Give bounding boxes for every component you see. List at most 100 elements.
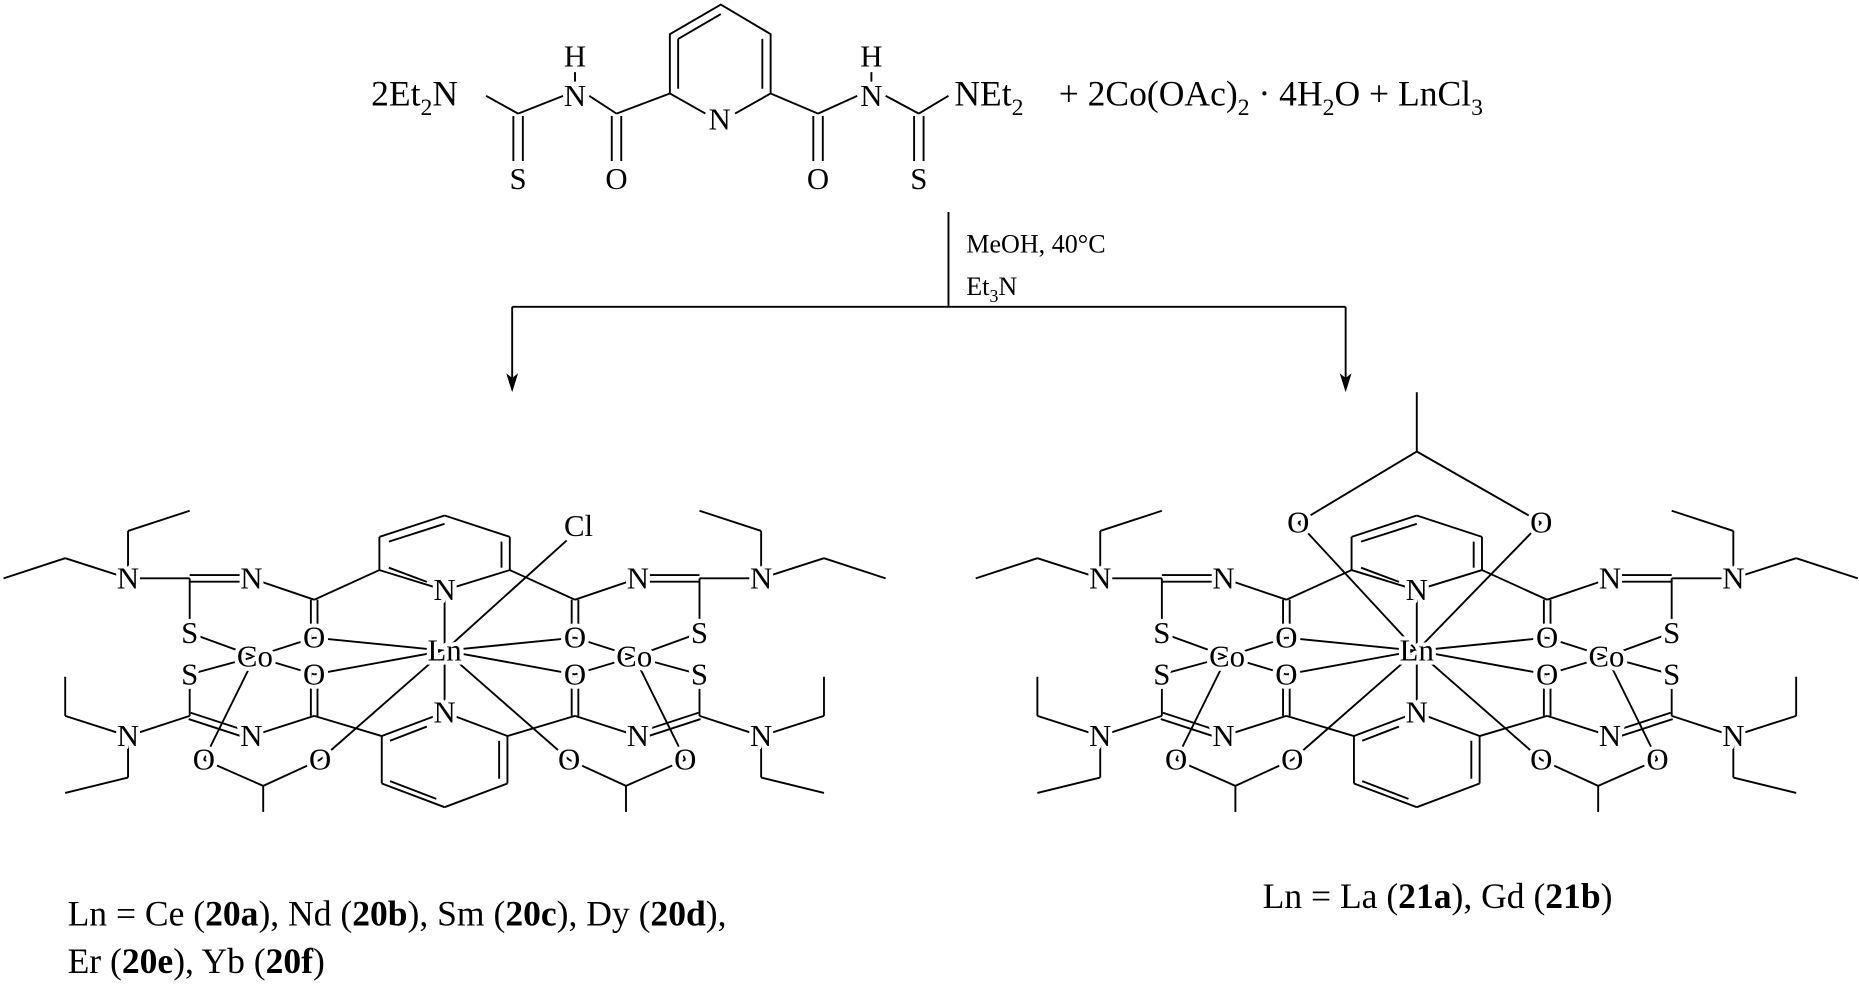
bond: [1037, 714, 1101, 737]
bond: [1481, 569, 1548, 601]
atom-n: N: [1212, 719, 1234, 753]
bond: [1671, 509, 1734, 532]
bond: [189, 655, 256, 676]
atom-o: O: [564, 657, 586, 691]
bond: [1353, 782, 1418, 809]
double-bond: [1160, 718, 1223, 741]
atom-cl: Cl: [564, 509, 593, 543]
bond: [1733, 776, 1797, 794]
caption-20-line1: Ln = Ce (20a), Nd (20b), Sm (20c), Dy (2…: [68, 894, 727, 934]
atom-o: O: [303, 621, 325, 655]
bond: [1416, 782, 1480, 809]
atom-o: O: [605, 162, 627, 196]
ligand-suffix: NEt2: [954, 73, 1023, 120]
bond: [760, 714, 825, 737]
bond: [1416, 636, 1548, 652]
bond: [314, 649, 445, 676]
bond: [1286, 636, 1417, 652]
atom-n: N: [860, 79, 882, 113]
bond: [444, 514, 511, 538]
bond: [574, 577, 639, 601]
bond: [313, 569, 380, 601]
double-bond: [636, 711, 699, 734]
atom-o: O: [303, 657, 325, 691]
bond: [1416, 514, 1483, 538]
bond: [507, 714, 576, 737]
atom-o: O: [193, 743, 215, 777]
atom-n: N: [433, 695, 455, 729]
atom-n: N: [117, 719, 139, 753]
atom-s: S: [181, 616, 198, 650]
atom-n: N: [750, 561, 772, 595]
bond: [1606, 655, 1672, 676]
bond: [568, 758, 627, 787]
bond: [379, 514, 445, 538]
bond: [1605, 656, 1659, 761]
atom-s: S: [510, 162, 527, 196]
reagents: + 2Co(OAc)2 · 4H2O + LnCl3: [1059, 73, 1483, 120]
double-bond: [190, 711, 253, 734]
ligand-prefix: 2Et2N: [371, 73, 458, 120]
bond: [1291, 649, 1418, 761]
bond: [760, 776, 825, 794]
atom-n: N: [1722, 561, 1744, 595]
bond: [625, 758, 686, 787]
atom-o: O: [1281, 743, 1303, 777]
atom-o: O: [309, 743, 331, 777]
bond: [444, 782, 508, 809]
bond: [975, 557, 1038, 580]
bond: [1360, 566, 1400, 583]
atom-n: N: [240, 719, 262, 753]
atom-s: S: [1663, 616, 1680, 650]
bond: [203, 758, 264, 787]
atom-o: O: [1275, 657, 1297, 691]
bond: [1606, 632, 1673, 658]
bond: [1297, 450, 1418, 524]
double-bond: [1162, 711, 1225, 734]
double-bond: [188, 718, 251, 741]
atom-n: N: [1599, 561, 1621, 595]
bond: [1416, 711, 1480, 737]
bond: [444, 649, 576, 676]
bond: [251, 714, 315, 737]
bond: [1546, 636, 1607, 658]
bond: [1223, 577, 1287, 601]
bond: [823, 557, 886, 580]
atom-co: Co: [237, 640, 273, 674]
bond: [574, 655, 635, 676]
atom-co: Co: [1209, 640, 1245, 674]
atom-s: S: [691, 616, 708, 650]
caption-21: Ln = La (21a), Gd (21b): [1263, 876, 1613, 916]
bond: [388, 522, 445, 543]
atom-n: N: [627, 561, 649, 595]
atom-n: N: [433, 573, 455, 607]
atom-n: N: [1089, 561, 1111, 595]
bond: [1226, 655, 1287, 676]
double-bond: [1610, 718, 1674, 741]
double-bond: [638, 718, 701, 741]
bond: [1099, 509, 1163, 532]
atom-o: O: [1646, 743, 1668, 777]
atom-s: S: [181, 657, 198, 691]
atom-n: N: [564, 79, 586, 113]
bond: [760, 557, 825, 580]
bond: [1671, 714, 1734, 737]
atom-n: N: [117, 561, 139, 595]
bond: [1161, 655, 1228, 676]
bond: [1416, 569, 1483, 592]
bond: [1037, 557, 1101, 580]
bond: [251, 577, 315, 601]
bond: [127, 509, 190, 532]
bond: [1479, 714, 1548, 737]
atom-o: O: [674, 743, 696, 777]
bond: [633, 632, 700, 658]
atom-o: O: [1536, 621, 1558, 655]
bond: [1795, 557, 1859, 580]
bond: [444, 636, 576, 652]
atom-n: N: [240, 561, 262, 595]
reaction-arrows: MeOH, 40°C Et3N: [506, 212, 1352, 393]
bond: [634, 655, 700, 676]
bond: [127, 714, 190, 737]
